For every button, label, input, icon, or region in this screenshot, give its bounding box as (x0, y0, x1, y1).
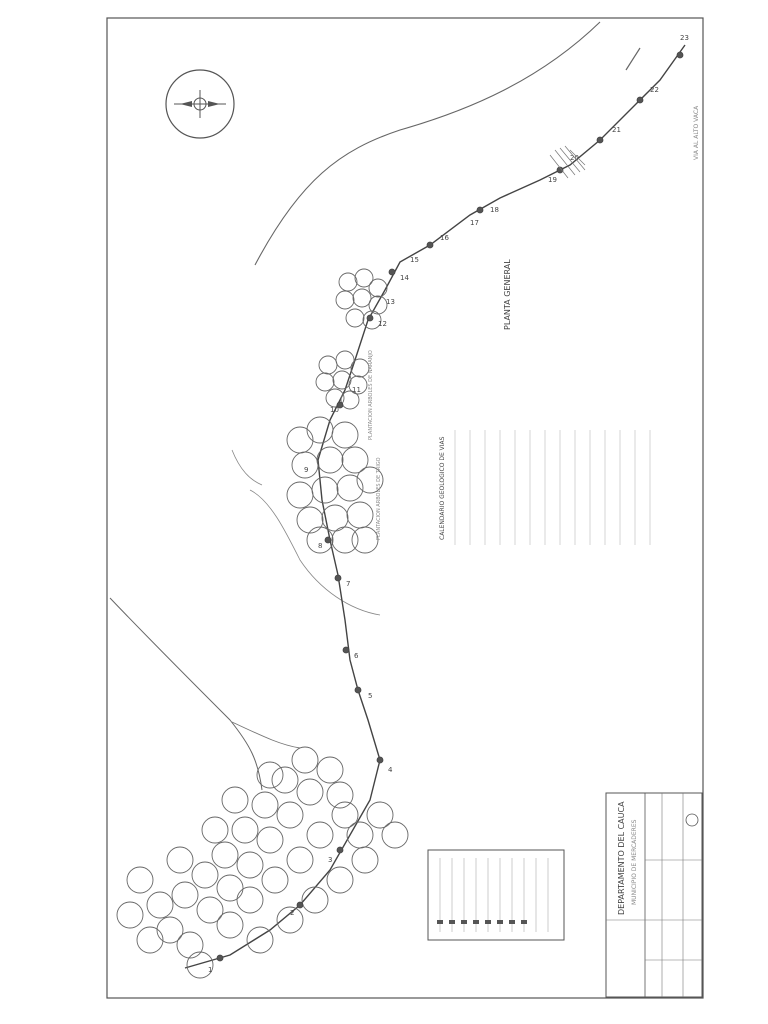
station-label: 11 (352, 386, 361, 394)
station-label: 9 (304, 466, 308, 474)
station-label: 17 (470, 219, 479, 227)
trees-note: PLANTACION ARBOLES DE NARANJO (368, 350, 374, 440)
station-label: 22 (650, 86, 659, 94)
table-title: CALENDARIO GEOLOGICO DE VIAS (439, 436, 446, 540)
top-tag: VIA AL ALTO VACA (693, 105, 700, 160)
station-label: 23 (680, 34, 689, 42)
station-label: 4 (388, 766, 393, 774)
hatch-area (549, 145, 586, 179)
road-line-small (625, 47, 641, 71)
tree-cluster-bottom (116, 746, 409, 979)
title-block: DEPARTAMENTO DEL CAUCA MUNICIPIO DE MERC… (605, 792, 703, 998)
station-label: 8 (318, 542, 322, 550)
station-label: 10 (330, 406, 339, 414)
station-label: 7 (346, 580, 350, 588)
creek-line-2 (249, 489, 381, 616)
creek-line-3 (231, 449, 263, 486)
tree-cluster-small-a (315, 350, 370, 410)
station-label: 16 (440, 234, 449, 242)
station-label: 12 (378, 320, 387, 328)
station-label: 14 (400, 274, 409, 282)
station-label: 5 (368, 692, 372, 700)
compass-icon (165, 69, 235, 139)
river-line-left (109, 597, 263, 791)
station-markers (216, 51, 684, 962)
station-label: 15 (410, 256, 419, 264)
station-label: 19 (548, 176, 557, 184)
station-label: 1 (208, 966, 212, 974)
river-line-top (254, 21, 601, 266)
seal-icon (685, 813, 699, 827)
legend-box (427, 849, 565, 941)
trees-note: PLANTACION ARBOLES DE TRIGO (376, 457, 382, 540)
sheet-border (106, 17, 704, 999)
station-label: 18 (490, 206, 499, 214)
pipeline-route (184, 44, 686, 969)
station-label: 6 (354, 652, 359, 660)
tree-cluster-small-b (335, 268, 388, 330)
plan-title: PLANTA GENERAL (503, 259, 512, 330)
station-label: 21 (612, 126, 621, 134)
station-label: 20 (570, 154, 579, 162)
geologic-table: CALENDARIO GEOLOGICO DE VIAS (439, 430, 651, 545)
station-label: 13 (386, 298, 395, 306)
station-label: 2 (290, 909, 294, 917)
tree-cluster-middle (286, 416, 384, 554)
department-title: DEPARTAMENTO DEL CAUCA (617, 801, 626, 915)
station-labels: 1 2 3 4 5 6 7 8 9 10 11 12 13 14 15 16 1… (208, 34, 689, 974)
municipality-title: MUNICIPIO DE MERCADERES (631, 819, 638, 905)
creek-line (231, 721, 301, 749)
station-label: 3 (328, 856, 332, 864)
